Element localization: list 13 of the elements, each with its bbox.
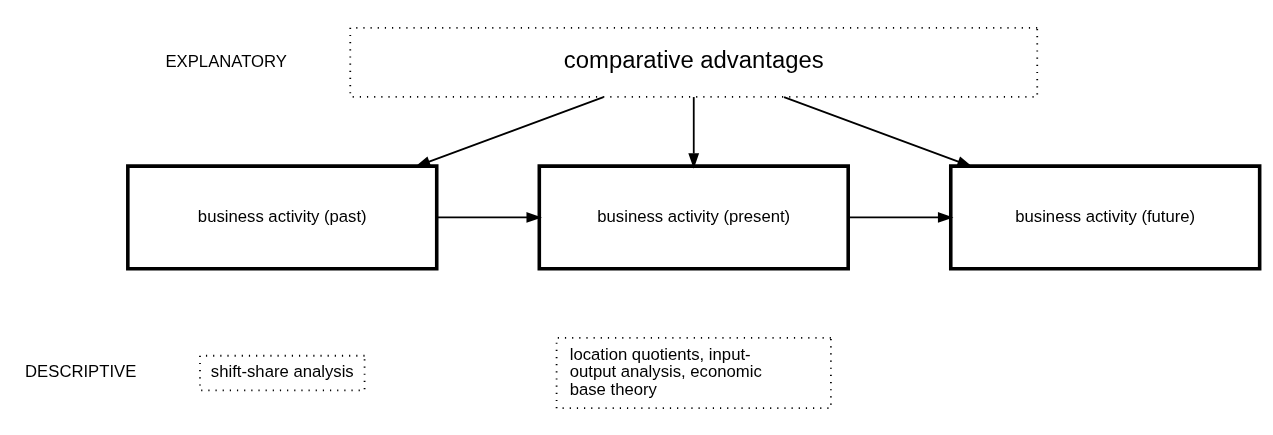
arrow	[688, 95, 700, 169]
label: EXPLANATORY	[165, 51, 287, 71]
node-box: shift-share analysis	[199, 354, 366, 391]
label: DESCRIPTIVE	[25, 361, 137, 381]
node-box: business activity (past)	[126, 163, 439, 270]
node-box: comparative advantages	[349, 26, 1039, 98]
arrow	[414, 95, 605, 167]
node-box: business activity (future)	[949, 163, 1262, 270]
node-box: location quotients, input-output analysis, economic base theory	[555, 336, 832, 409]
arrow	[783, 95, 973, 167]
arrow	[436, 211, 542, 223]
arrow	[847, 211, 954, 223]
node-box: business activity (present)	[537, 163, 850, 270]
